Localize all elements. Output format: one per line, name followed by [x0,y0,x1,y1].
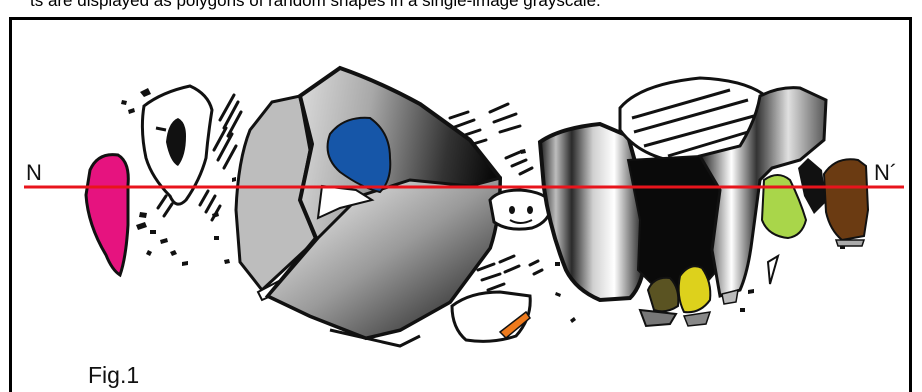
dark-cylinder-grain [540,124,646,300]
small-white-chip [768,256,778,284]
section-label-left: N [26,160,42,186]
brown-grain [824,159,868,240]
olive-grain-rim [640,310,676,326]
white-bottom-grain [452,292,530,341]
section-label-right: N´ [874,160,897,186]
magenta-grain [86,155,128,275]
figure-number-label: Fig.1 [88,362,139,389]
inclusion-tip [156,128,166,130]
brown-grain-rim [836,240,864,246]
yellow-grain [679,266,711,312]
lime-grain [762,175,806,238]
olive-grain [648,278,678,312]
grey-chip [684,312,710,326]
